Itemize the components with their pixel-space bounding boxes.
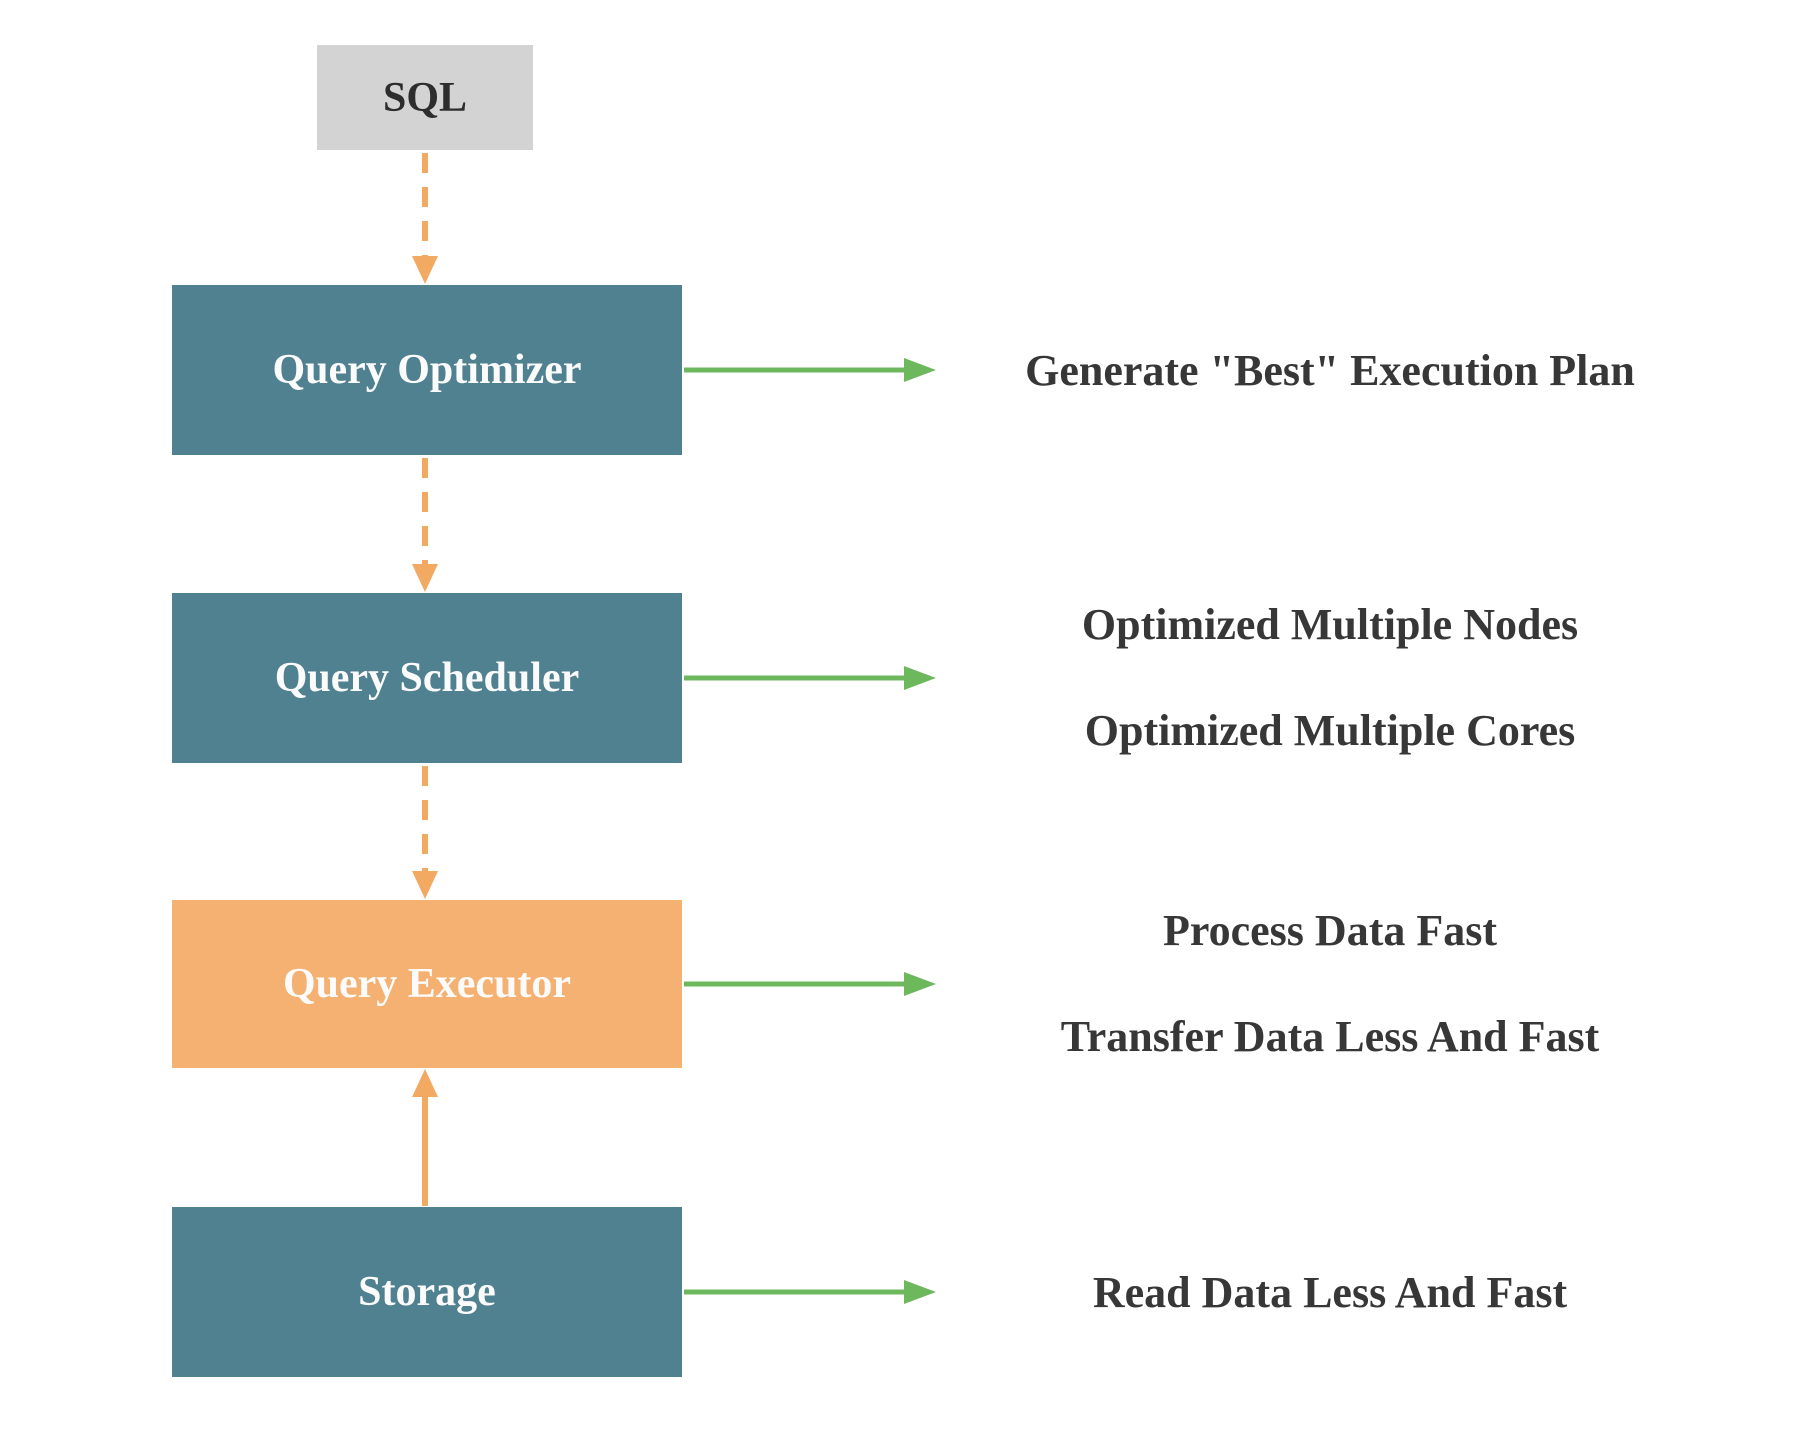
arrow-executor-to-note xyxy=(684,972,936,996)
node-query-scheduler-label: Query Scheduler xyxy=(274,655,580,701)
annotation-storage: Read Data Less And Fast xyxy=(1092,1267,1568,1317)
node-query-executor: Query Executor xyxy=(172,900,682,1068)
arrow-storage-to-executor xyxy=(412,1069,438,1206)
node-query-optimizer-label: Query Optimizer xyxy=(272,347,582,393)
arrow-optimizer-to-scheduler xyxy=(412,458,438,592)
node-storage-label: Storage xyxy=(358,1269,496,1315)
node-storage: Storage xyxy=(172,1207,682,1377)
node-sql-label: SQL xyxy=(382,74,468,121)
annotation-executor-line1: Process Data Fast xyxy=(1163,905,1497,955)
node-sql: SQL xyxy=(317,45,533,150)
annotation-optimizer: Generate "Best" Execution Plan xyxy=(1025,345,1635,395)
node-query-executor-label: Query Executor xyxy=(282,961,572,1007)
arrow-optimizer-to-note xyxy=(684,358,936,382)
annotation-scheduler-line1: Optimized Multiple Nodes xyxy=(1081,599,1579,649)
annotation-executor-line2: Transfer Data Less And Fast xyxy=(1060,1011,1600,1061)
node-query-optimizer: Query Optimizer xyxy=(172,285,682,455)
arrow-sql-to-optimizer xyxy=(412,153,438,284)
arrow-scheduler-to-executor xyxy=(412,766,438,899)
node-query-scheduler: Query Scheduler xyxy=(172,593,682,763)
annotation-scheduler-line2: Optimized Multiple Cores xyxy=(1084,705,1576,755)
arrow-storage-to-note xyxy=(684,1280,936,1304)
arrow-scheduler-to-note xyxy=(684,666,936,690)
